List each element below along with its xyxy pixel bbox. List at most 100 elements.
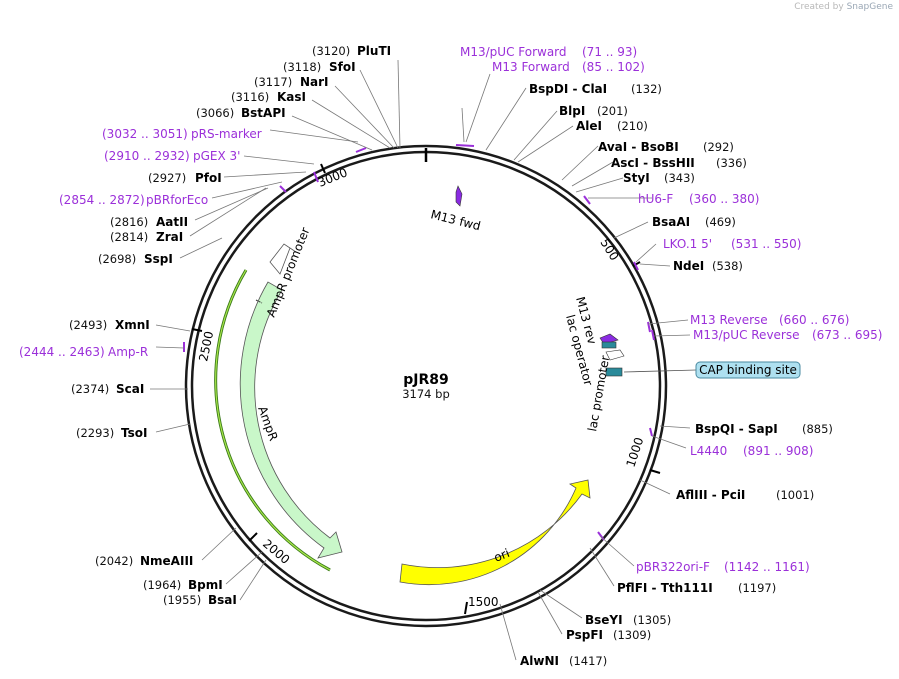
primer-range: (660 .. 676) [779,313,849,327]
enzyme-name: AlwNI [520,654,559,668]
primer-range: (2444 .. 2463) [19,345,105,359]
enzyme-pos: (2816) [110,215,148,229]
enzyme-pos: (469) [705,215,736,229]
enzyme-labels-left: (3120) PluTI (3118) SfoI (3117) NarI (31… [69,44,391,607]
primer-range: (3032 .. 3051) [102,127,188,141]
enzyme-pos: (343) [664,171,695,185]
enzyme-name: SspI [144,252,173,266]
enzyme-name: ScaI [116,382,144,396]
primer-name: M13 Forward [492,60,570,74]
enzyme-labels-right: BspDI - ClaI (132) BlpI (201) AleI (210)… [520,82,833,668]
enzyme-name: AatII [156,215,188,229]
cap-site-box [605,367,623,377]
leader-lines [150,59,691,661]
snapgene-credit: Created by SnapGene [794,2,893,12]
m13-fwd-arrow [455,185,463,207]
enzyme-pos: (2698) [98,252,136,266]
enzyme-name: AvaI - BsoBI [598,140,679,154]
primer-name: pGEX 3' [193,149,240,163]
enzyme-name: BpmI [188,578,223,592]
primer-range: (891 .. 908) [743,444,813,458]
enzyme-pos: (210) [617,119,648,133]
primer-range: (673 .. 695) [812,328,882,342]
plasmid-length: 3174 bp [402,387,450,401]
primer-range: (1142 .. 1161) [724,560,810,574]
enzyme-name: PluTI [357,44,391,58]
enzyme-name: NdeI [673,259,704,273]
enzyme-name: BspDI - ClaI [529,82,607,96]
enzyme-name: PspFI [566,628,603,642]
enzyme-name: SfoI [329,60,356,74]
ampr-promoter-label: AmpR promoter [264,225,313,319]
enzyme-name: ZraI [156,230,183,244]
enzyme-pos: (538) [712,259,743,273]
primer-name: Amp-R [108,345,148,359]
primer-name: hU6-F [638,192,673,206]
enzyme-pos: (2493) [69,318,107,332]
primer-range: (2910 .. 2932) [104,149,190,163]
enzyme-name: AflIII - PciI [676,488,745,502]
primer-name: L4440 [690,444,727,458]
lac-promoter-arrow [605,349,625,361]
enzyme-pos: (1305) [633,613,671,627]
cap-site-label: CAP binding site [699,363,797,377]
tick-1500: 1500 [468,595,499,609]
primer-range: (85 .. 102) [582,60,645,74]
enzyme-pos: (2927) [148,171,186,185]
primer-range: (2854 .. 2872) [59,193,145,207]
enzyme-name: KasI [277,90,306,104]
enzyme-pos: (1309) [613,628,651,642]
plasmid-backbone [184,144,668,628]
snapgene-logo: SnapGene [846,2,893,12]
primer-name: M13 Reverse [690,313,768,327]
cap-site-badge [695,361,801,379]
enzyme-pos: (2293) [76,426,114,440]
enzyme-name: BstAPI [241,106,286,120]
enzyme-name: NmeAIII [140,554,193,568]
enzyme-name: AscI - BssHII [611,156,695,170]
enzyme-pos: (201) [597,104,628,118]
primer-name: M13/pUC Reverse [693,328,800,342]
enzyme-pos: (1964) [143,578,181,592]
enzyme-name: BsaI [208,593,237,607]
enzyme-name: BspQI - SapI [695,422,778,436]
enzyme-name: BlpI [559,104,585,118]
ori-label: ori [492,546,512,565]
enzyme-pos: (1001) [776,488,814,502]
enzyme-pos: (292) [703,140,734,154]
enzyme-pos: (132) [631,82,662,96]
enzyme-name: StyI [623,171,650,185]
enzyme-pos: (2374) [71,382,109,396]
enzyme-name: BseYI [585,613,623,627]
primer-name: M13/pUC Forward [460,45,567,59]
enzyme-pos: (1955) [163,593,201,607]
primer-name: pRS-marker [191,127,262,141]
enzyme-pos: (885) [802,422,833,436]
credit-prefix: Created by [794,2,844,12]
plasmid-name: pJR89 [403,372,449,388]
lac-operator-box [601,341,617,349]
ampr-promoter-arrow [269,243,297,275]
enzyme-pos: (336) [716,156,747,170]
ampr-feature [214,243,343,572]
enzyme-pos: (1197) [738,581,776,595]
enzyme-name: PflFI - Tth111I [617,581,713,595]
enzyme-name: NarI [300,75,329,89]
enzyme-pos: (2814) [110,230,148,244]
ori-feature [399,479,591,586]
primer-range: (531 .. 550) [731,237,801,251]
enzyme-pos: (3117) [254,75,292,89]
tick-2500: 2500 [196,330,216,363]
primer-name: pBR322ori-F [636,560,710,574]
m13-fwd-label: M13 fwd [429,207,482,233]
enzyme-pos: (3118) [283,60,321,74]
enzyme-name: XmnI [115,318,150,332]
primer-name: LKO.1 5' [663,237,712,251]
enzyme-name: BsaAI [652,215,690,229]
primer-range: (71 .. 93) [582,45,637,59]
enzyme-pos: (2042) [95,554,133,568]
enzyme-pos: (3066) [196,106,234,120]
enzyme-pos: (3116) [231,90,269,104]
enzyme-name: AleI [576,119,602,133]
